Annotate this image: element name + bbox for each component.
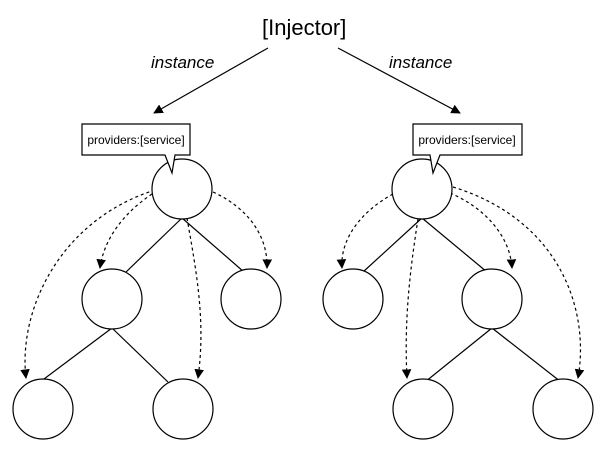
left-tree-nodes [12,158,282,440]
left-callout-text: providers:[service] [87,133,184,147]
left-mid-node [81,268,143,330]
right-mid-node [461,268,523,330]
instance-label-left: instance [151,53,215,72]
right-providers-callout: providers:[service] [412,123,523,176]
injector-label: [Injector] [262,15,347,40]
left-bottom-right-node [152,378,214,440]
instance-label-right: instance [389,53,453,72]
instance-arrow-right [337,47,461,114]
dashed-arrow-to-left-bottom-right [186,217,204,379]
left-tree-dashed-paths [20,189,273,379]
left-right-child-node [220,268,282,330]
dashed-arrow-to-right-left-child [336,193,394,269]
dashed-arrow-to-right-bottom-right [452,186,585,379]
right-left-child-node [322,268,384,330]
right-callout-text: providers:[service] [418,133,515,147]
left-bottom-left-node [12,378,74,440]
right-tree-nodes [322,158,594,440]
right-root-node [391,158,453,220]
left-root-node [151,158,213,220]
right-tree-dashed-paths [336,186,585,379]
dashed-arrow-to-right-mid [449,192,517,269]
right-bottom-left-node [392,378,454,440]
left-providers-callout: providers:[service] [81,123,191,176]
right-tree-edges [362,217,562,383]
dashed-arrow-to-left-bottom-left [20,189,156,379]
dashed-arrow-to-right-bottom-left [401,218,419,379]
instance-arrow-left [153,47,269,114]
dashed-arrow-to-left-right-child [212,191,273,269]
dashed-arrow-to-left-mid [96,193,153,269]
right-bottom-right-node [532,378,594,440]
left-tree-edges [39,217,245,383]
